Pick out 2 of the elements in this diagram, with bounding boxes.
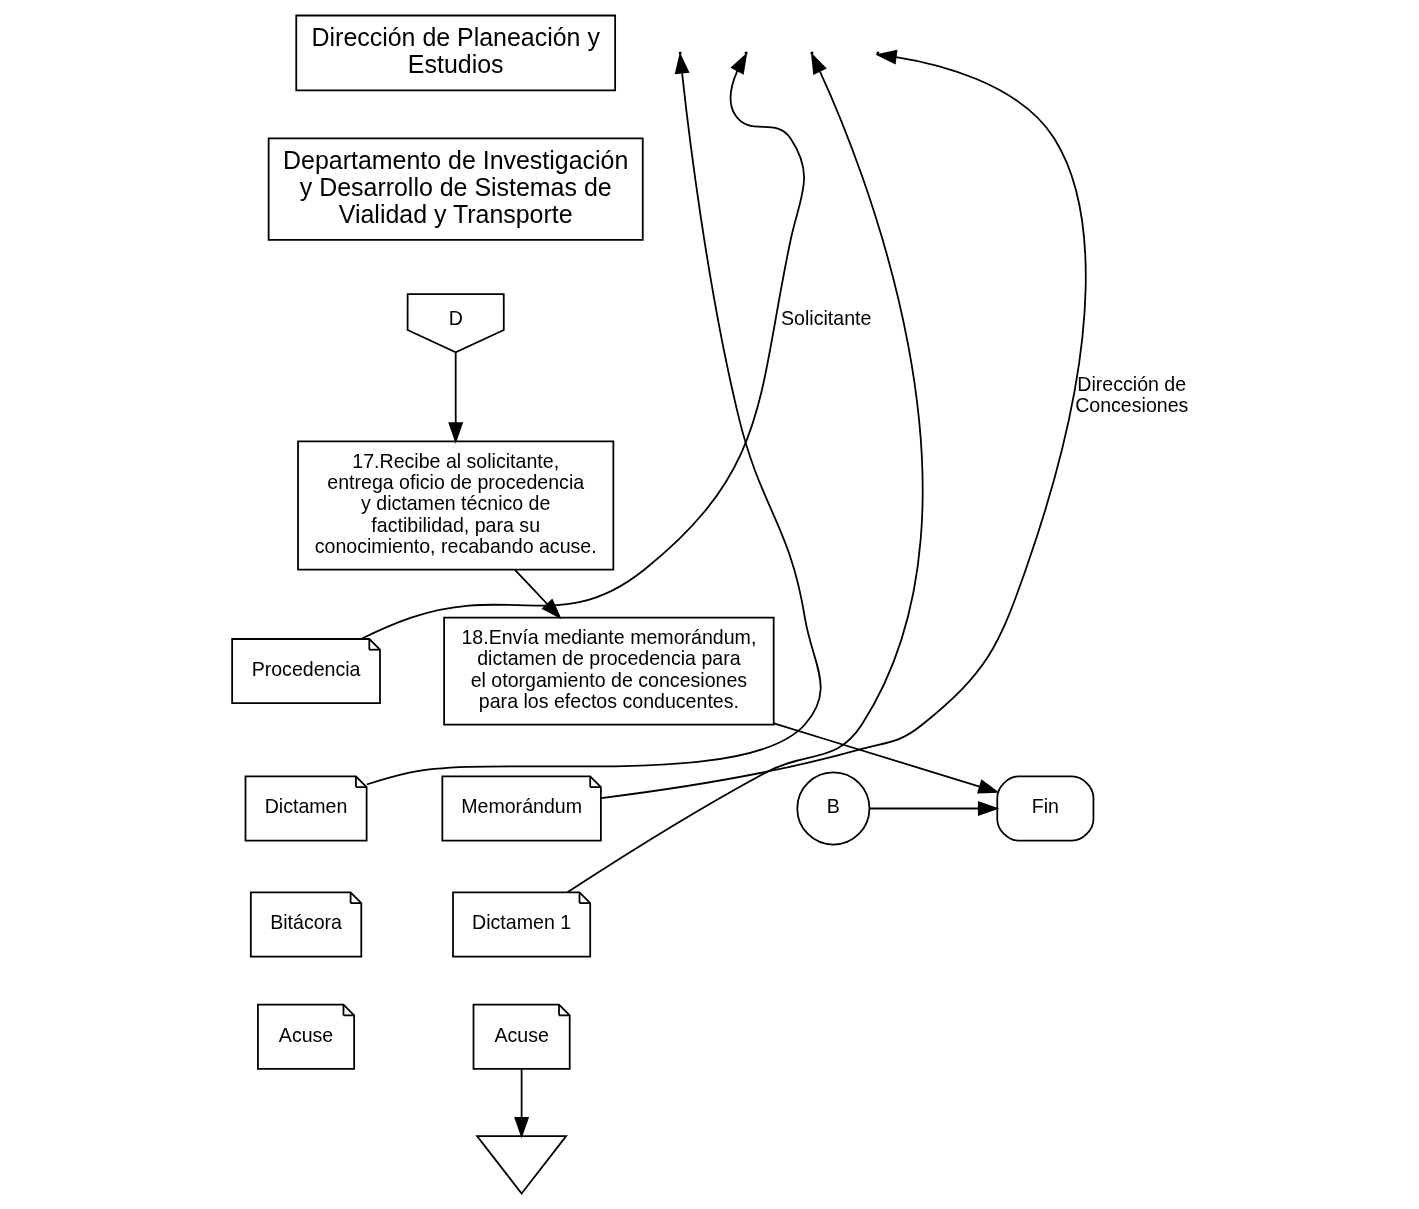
edge-label: Solicitante: [780, 307, 871, 330]
edge-label: Dirección de Concesiones: [1074, 373, 1188, 417]
